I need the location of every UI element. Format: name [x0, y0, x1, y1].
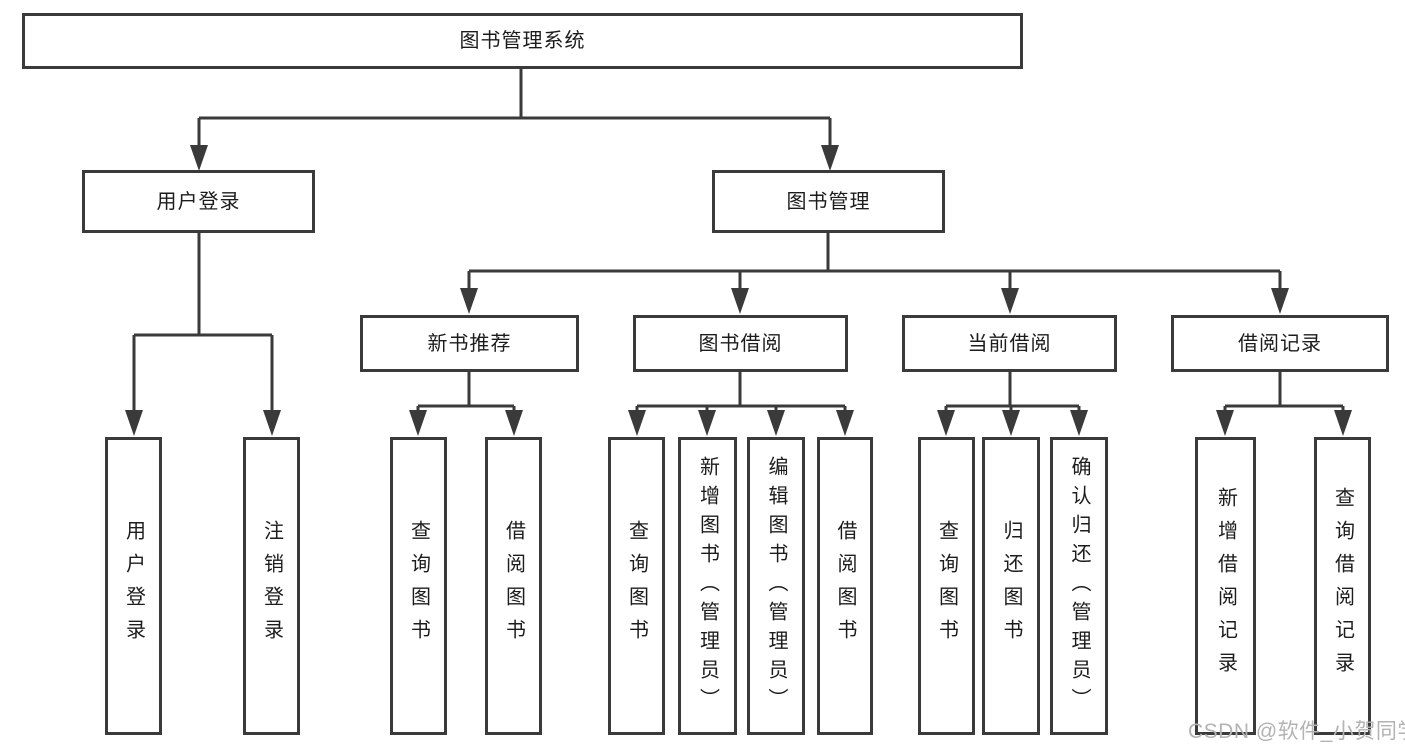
leaf-label: 查询图书: [407, 520, 430, 652]
leaf-label: 新增借阅记录: [1214, 487, 1237, 685]
leaf-logout: 注销登录: [243, 437, 300, 735]
arrow-down-icon: [460, 288, 478, 314]
leaf-label: 借阅图书: [834, 520, 856, 652]
leaf-query-books-current: 查询图书: [918, 437, 975, 735]
arrow-down-icon: [1002, 410, 1020, 436]
leaf-label: 新增图书（管理员）: [696, 455, 719, 717]
leaf-label: 查询图书: [935, 520, 958, 652]
connector-user-login-children: [132, 232, 274, 413]
arrow-down-icon: [125, 410, 143, 436]
arrow-down-icon: [1070, 410, 1088, 436]
node-label: 图书管理系统: [459, 30, 586, 52]
arrow-down-icon: [836, 410, 854, 436]
node-borrow-records: 借阅记录: [1171, 315, 1389, 372]
node-current-borrowing: 当前借阅: [902, 315, 1117, 372]
node-label: 借阅记录: [1238, 332, 1322, 355]
connector-borrow-records-children: [1223, 372, 1345, 414]
arrow-down-icon: [731, 288, 749, 314]
leaf-label: 借阅图书: [502, 520, 525, 652]
arrow-down-icon: [1271, 288, 1289, 314]
leaf-query-books-recommend: 查询图书: [390, 437, 447, 735]
node-label: 图书管理: [786, 190, 871, 213]
arrow-down-icon: [1001, 288, 1019, 314]
leaf-borrow-books: 借阅图书: [817, 437, 873, 735]
leaf-label: 确认归还（管理员）: [1068, 455, 1090, 717]
node-new-book-recommend: 新书推荐: [360, 315, 579, 372]
node-user-login: 用户登录: [82, 170, 315, 233]
arrow-down-icon: [505, 410, 523, 436]
leaf-add-book-admin: 新增图书（管理员）: [678, 437, 737, 735]
leaf-query-books-borrowing: 查询图书: [608, 437, 665, 735]
connector-current-borrow-children: [944, 372, 1081, 414]
node-book-management: 图书管理: [712, 170, 945, 233]
leaf-return-books: 归还图书: [982, 437, 1040, 735]
arrow-down-icon: [628, 410, 646, 436]
connector-book-borrow-children: [635, 372, 847, 414]
arrowheads: [125, 145, 1352, 436]
node-label: 当前借阅: [967, 332, 1052, 355]
node-label: 新书推荐: [427, 332, 512, 355]
arrow-down-icon: [767, 410, 785, 436]
arrow-down-icon: [821, 145, 839, 171]
connector-new-book-children: [416, 372, 516, 414]
arrow-down-icon: [698, 410, 716, 436]
csdn-watermark: CSDN @软件_小贺同学: [1188, 720, 1405, 743]
arrow-down-icon: [190, 145, 208, 171]
leaf-label: 编辑图书（管理员）: [765, 455, 787, 717]
leaf-label: 注销登录: [260, 520, 283, 652]
leaf-user-login: 用户登录: [105, 437, 162, 735]
leaf-label: 用户登录: [122, 520, 145, 652]
connector-root-to-level1: [197, 69, 832, 147]
node-label: 用户登录: [156, 190, 241, 213]
node-root-system: 图书管理系统: [22, 13, 1023, 69]
connector-paths: [132, 69, 1345, 414]
leaf-label: 归还图书: [1000, 520, 1022, 652]
leaf-add-borrow-record: 新增借阅记录: [1195, 437, 1256, 735]
arrow-down-icon: [1216, 410, 1234, 436]
arrow-down-icon: [263, 410, 281, 436]
leaf-label: 查询图书: [625, 520, 648, 652]
node-label: 图书借阅: [698, 332, 783, 355]
leaf-label: 查询借阅记录: [1331, 487, 1354, 685]
connector-book-mgmt-to-level2: [467, 233, 1282, 290]
arrow-down-icon: [937, 410, 955, 436]
leaf-borrow-books-recommend: 借阅图书: [485, 437, 542, 735]
arrow-down-icon: [1334, 410, 1352, 436]
node-book-borrowing: 图书借阅: [633, 315, 848, 372]
leaf-query-borrow-record: 查询借阅记录: [1314, 437, 1371, 735]
arrow-down-icon: [409, 410, 427, 436]
leaf-confirm-return-admin: 确认归还（管理员）: [1050, 437, 1108, 735]
leaf-edit-book-admin: 编辑图书（管理员）: [747, 437, 805, 735]
